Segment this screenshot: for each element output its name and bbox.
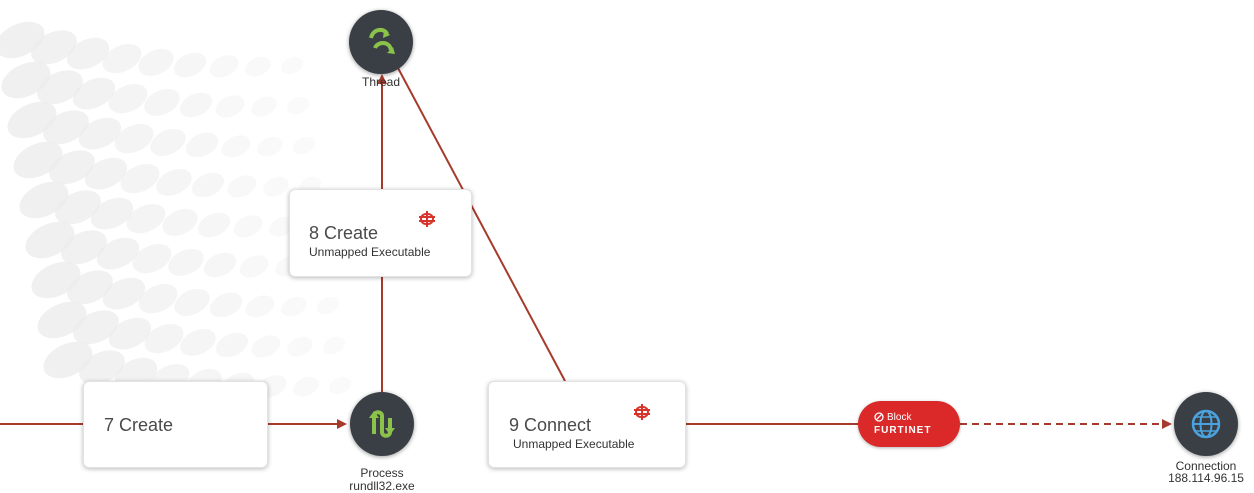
- event-subtitle: Unmapped Executable: [309, 245, 431, 259]
- malware-icon: [634, 404, 650, 420]
- process-node[interactable]: [350, 392, 414, 456]
- connection-node[interactable]: [1174, 392, 1238, 456]
- globe-icon: [1191, 409, 1221, 439]
- edge-thread-to-connect9: [397, 67, 566, 382]
- fortinet-logo: FURTINET: [874, 425, 932, 436]
- thread-node[interactable]: [349, 10, 413, 74]
- thread-icon: [369, 27, 395, 54]
- process-type-label: Process: [360, 466, 404, 480]
- process-icon: [369, 410, 395, 438]
- event-subtitle: Unmapped Executable: [513, 437, 635, 451]
- thread-label: Thread: [361, 75, 401, 89]
- connection-type-label: Connection: [1175, 459, 1237, 473]
- block-icon: [874, 412, 884, 422]
- event-card-7-create[interactable]: 7 Create: [83, 381, 268, 468]
- connection-address-label: 188.114.96.15: [1168, 471, 1244, 485]
- process-name-label: rundll32.exe: [349, 479, 415, 493]
- event-card-8-create[interactable]: 8 Create Unmapped Executable: [289, 189, 472, 277]
- event-title: 8 Create: [309, 223, 379, 243]
- malware-icon: [419, 211, 435, 227]
- block-label: Block: [887, 412, 912, 423]
- event-title: 7 Create: [104, 415, 174, 435]
- event-title: 9 Connect: [509, 415, 592, 435]
- block-badge[interactable]: Block FURTINET: [858, 401, 960, 447]
- event-card-9-connect[interactable]: 9 Connect Unmapped Executable: [488, 381, 686, 468]
